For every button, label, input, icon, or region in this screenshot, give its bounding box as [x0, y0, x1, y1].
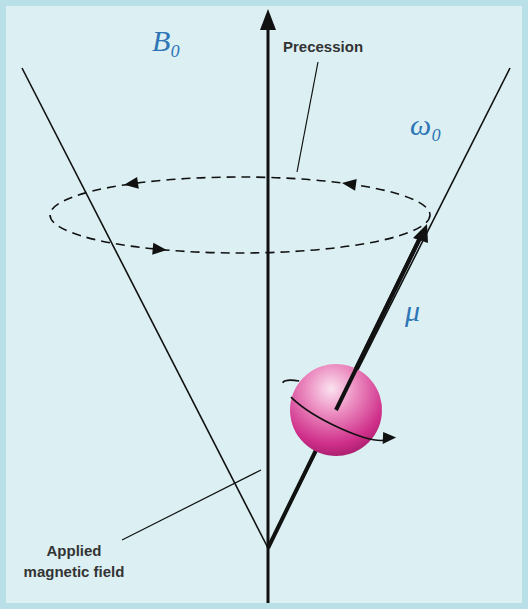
precession-arrowhead — [124, 177, 139, 189]
moment-symbol: μ — [405, 296, 420, 326]
leader-line — [122, 470, 261, 540]
precession-arrowhead — [152, 243, 167, 255]
cone-edge — [22, 68, 268, 548]
field-label: Applied magnetic field — [20, 540, 128, 582]
spinning-sphere — [262, 342, 416, 481]
precession-arrowheads — [124, 177, 357, 255]
precession-label: Precession — [283, 36, 363, 57]
precession-arrowhead — [342, 179, 357, 191]
leader-line — [297, 62, 318, 172]
frequency-symbol: ω₀ — [410, 110, 442, 140]
moment-arrowhead — [413, 224, 428, 243]
field-axis — [267, 26, 270, 603]
axis-arrowhead — [260, 9, 276, 30]
panel — [6, 6, 522, 603]
precession-path — [50, 177, 430, 253]
cone-edge — [268, 68, 510, 548]
field-symbol: B₀ — [152, 26, 181, 56]
moment-vector — [336, 236, 421, 410]
moment-vector — [268, 236, 421, 548]
